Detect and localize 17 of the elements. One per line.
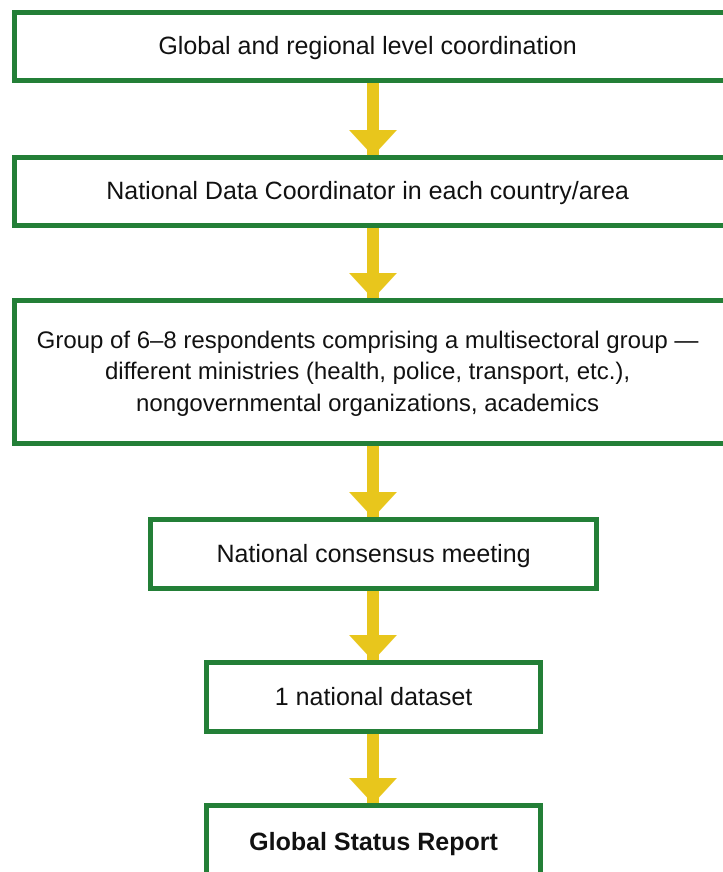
box-label: Global and regional level coordination — [158, 31, 577, 62]
box-label: 1 national dataset — [274, 682, 472, 713]
arrow — [349, 734, 397, 804]
box-label: National consensus meeting — [216, 538, 531, 570]
process-box — [12, 298, 723, 446]
arrow — [349, 446, 397, 518]
arrow — [349, 83, 397, 156]
box-label: National Data Coordinator in each country/area — [106, 176, 629, 208]
process-box — [204, 660, 543, 734]
arrow — [349, 228, 397, 299]
arrow — [349, 591, 397, 661]
process-box — [12, 10, 723, 83]
process-box — [12, 155, 723, 228]
box-label: Group of 6–8 respondents comprising a multisectoral group — different ministries (health, police, transport, etc.), nongovernmental organizations, academics — [36, 326, 700, 419]
box-label: Global Status Report — [249, 827, 498, 858]
process-box — [148, 517, 599, 591]
process-box — [204, 803, 543, 872]
